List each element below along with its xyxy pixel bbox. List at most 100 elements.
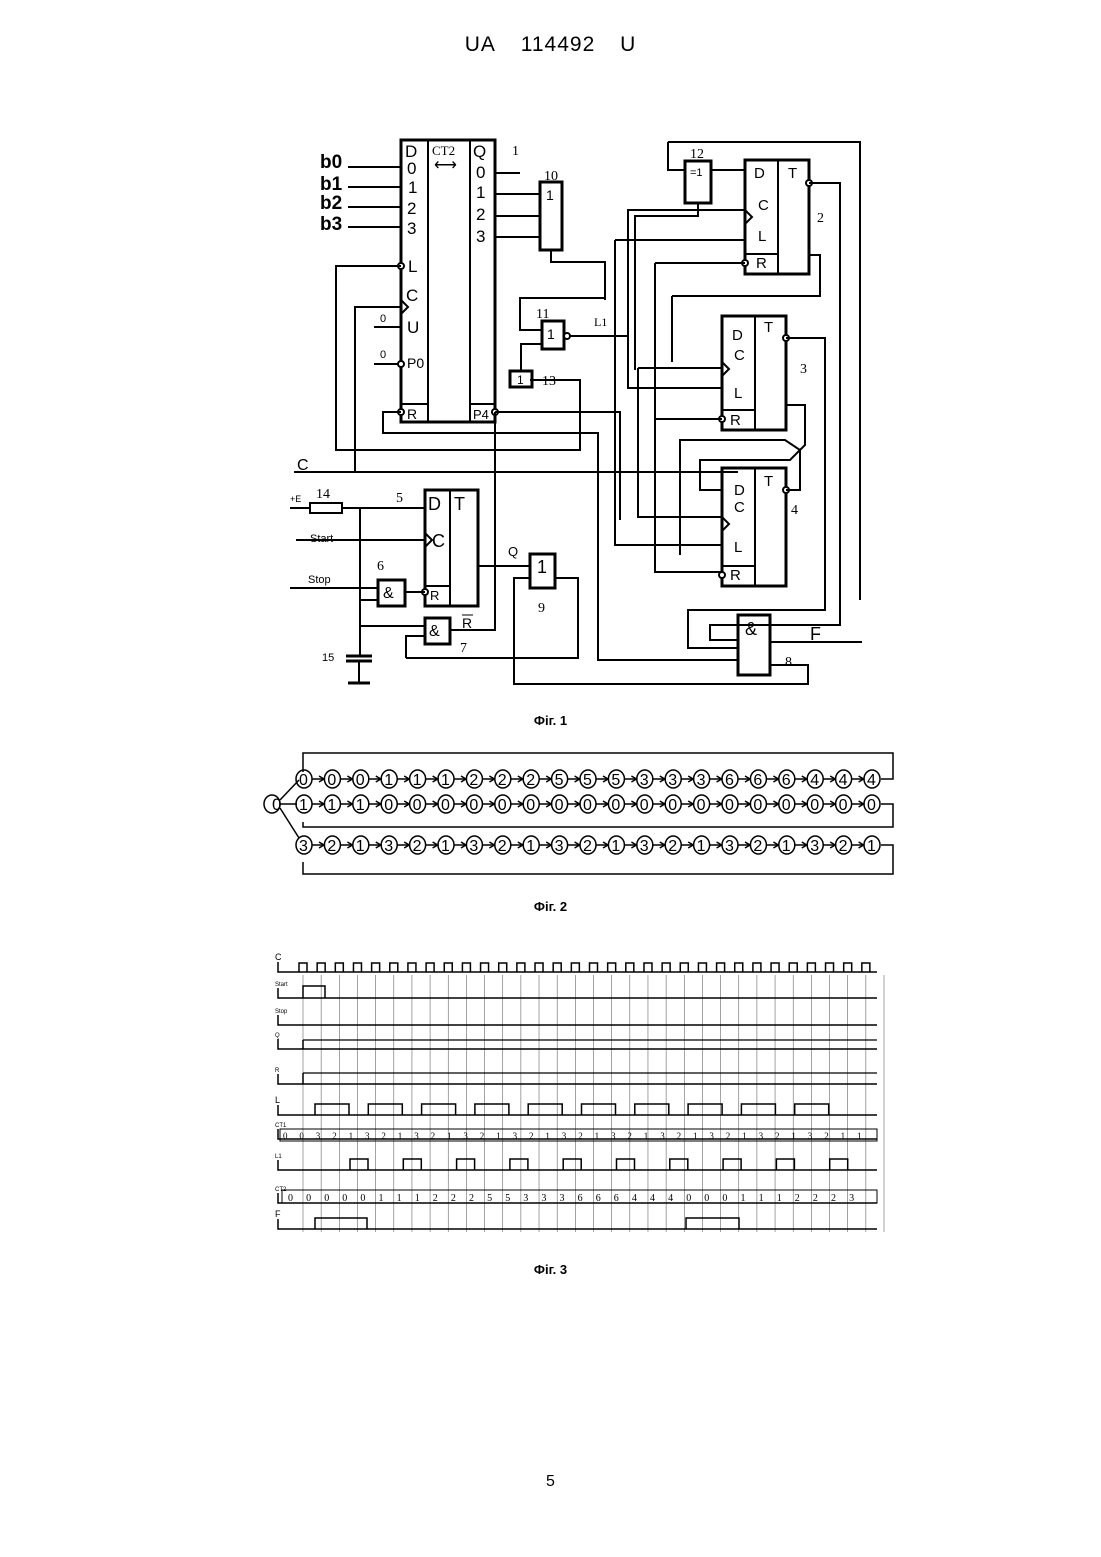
state-value: 2 — [526, 772, 535, 789]
state-value: 0 — [839, 797, 848, 814]
state-value: 0 — [583, 797, 592, 814]
ct1-value: 1 — [496, 1131, 501, 1141]
ct-pin-c: C — [406, 286, 418, 305]
ct2-value: 4 — [668, 1193, 673, 1204]
l1-pulse — [510, 1159, 528, 1170]
gate11-symbol: 1 — [547, 326, 555, 342]
l-pulse — [315, 1104, 349, 1115]
input-b2: b2 — [320, 193, 342, 214]
ct1-value: 0 — [283, 1131, 288, 1141]
ct1-value: 3 — [365, 1131, 370, 1141]
state-value: 1 — [441, 838, 450, 855]
trig4-c: C — [734, 499, 745, 516]
ct2-value: 2 — [469, 1193, 474, 1204]
clock-pulse — [517, 963, 525, 972]
fig3-timing-diagram: CStartStopQRLCT1L1CT2F003213213213213213… — [275, 952, 884, 1232]
label-1: 1 — [512, 144, 519, 159]
state-value: 2 — [753, 838, 762, 855]
ct1-value: 1 — [349, 1131, 354, 1141]
state-value: 1 — [697, 838, 706, 855]
ct-pin-u: U — [407, 318, 419, 337]
state-value: 0 — [498, 797, 507, 814]
state-value: 0 — [668, 797, 677, 814]
state-value: 0 — [782, 797, 791, 814]
signal-name: Q — [275, 1033, 280, 1039]
state-value: 1 — [413, 772, 422, 789]
clock-pulse — [698, 963, 706, 972]
signal-name: R — [275, 1068, 280, 1074]
state-value: 3 — [810, 838, 819, 855]
state-value: 3 — [697, 772, 706, 789]
l1-pulse — [670, 1159, 688, 1170]
ct1-value: 3 — [611, 1131, 616, 1141]
clock-pulse — [590, 963, 598, 972]
ct1-value: 2 — [381, 1131, 386, 1141]
clock-pulse — [299, 963, 307, 972]
ct-pin-1: 1 — [408, 178, 417, 197]
l1-pulse — [830, 1159, 848, 1170]
clock-pulse — [408, 963, 416, 972]
state-value: 6 — [782, 772, 791, 789]
trig2-t: T — [788, 165, 797, 182]
ct-out-q: Q — [473, 142, 486, 161]
l1-pulse — [723, 1159, 741, 1170]
clock-pulse — [335, 963, 343, 972]
ct-title: CT2 — [432, 143, 455, 158]
clock-pulse — [844, 963, 852, 972]
clock-pulse — [753, 963, 761, 972]
l1-pulse — [776, 1159, 794, 1170]
state-value: 0 — [555, 797, 564, 814]
ct1-value: 0 — [299, 1131, 304, 1141]
ct1-value: 3 — [463, 1131, 468, 1141]
ct1-value: 3 — [660, 1131, 665, 1141]
signal-baseline — [278, 1074, 877, 1084]
signal-baseline — [278, 1015, 877, 1025]
state-value: 4 — [810, 772, 819, 789]
ct2-value: 5 — [487, 1193, 492, 1204]
label-2: 2 — [817, 211, 824, 226]
l1-pulse — [350, 1159, 368, 1170]
fig1-circuit: D 0 1 2 3 L C U P0 R Q 0 1 2 3 P4 CT2 ⟷ … — [290, 140, 862, 684]
state-value: 1 — [441, 772, 450, 789]
input-b3: b3 — [320, 214, 342, 235]
clock-pulse — [426, 963, 434, 972]
state-value: 0 — [327, 772, 336, 789]
signal-name: F — [275, 1209, 281, 1219]
start-pulse — [303, 986, 325, 998]
ct-bidirectional-arrow-icon: ⟷ — [434, 157, 457, 174]
clock-pulse — [662, 963, 670, 972]
label-6: 6 — [377, 559, 384, 574]
l-pulse — [741, 1104, 775, 1115]
ct-pin-r: R — [407, 406, 417, 422]
state-value: 2 — [668, 838, 677, 855]
state-value: 6 — [725, 772, 734, 789]
ct2-value: 3 — [560, 1193, 565, 1204]
l-pulse — [475, 1104, 509, 1115]
trig5-r: R — [430, 588, 439, 603]
trig2-d: D — [754, 165, 765, 182]
ct2-value: 4 — [650, 1193, 655, 1204]
state-value: 2 — [327, 838, 336, 855]
state-value: 4 — [839, 772, 848, 789]
ct-out-2: 2 — [476, 205, 485, 224]
signal-baseline — [278, 988, 877, 998]
trig3-d: D — [732, 327, 743, 344]
ct2-value: 1 — [379, 1193, 384, 1204]
ct2-value: 6 — [614, 1193, 619, 1204]
trig4-l: L — [734, 539, 742, 556]
state-value: 1 — [611, 838, 620, 855]
ct1-value: 1 — [857, 1131, 862, 1141]
signal-name: L — [275, 1095, 280, 1105]
state-value: 0 — [384, 797, 393, 814]
signal-rbar: R — [462, 615, 472, 631]
ct1-value: 3 — [808, 1131, 813, 1141]
ct2-value: 2 — [831, 1193, 836, 1204]
gate9-symbol: 1 — [537, 557, 547, 577]
fig2-caption: Фіг. 2 — [0, 899, 1101, 914]
state-value: 2 — [469, 772, 478, 789]
ct1-value: 2 — [431, 1131, 436, 1141]
state-value: 1 — [299, 797, 308, 814]
ct2-value: 6 — [596, 1193, 601, 1204]
ct1-value: 1 — [447, 1131, 452, 1141]
trig3-t: T — [764, 319, 773, 336]
